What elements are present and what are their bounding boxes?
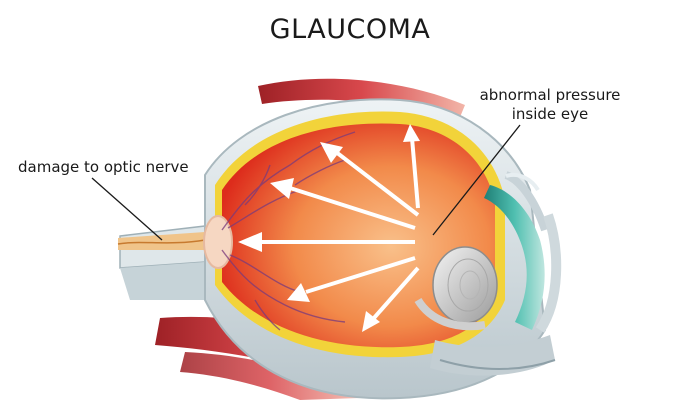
optic-leader-line [91, 177, 163, 241]
label-pressure-line1: abnormal pressure [479, 86, 621, 104]
label-abnormal-pressure: abnormal pressure inside eye [470, 86, 630, 124]
optic-nerve [117, 225, 210, 300]
pressure-leader-line [432, 124, 521, 236]
label-pressure-line2: inside eye [511, 105, 589, 123]
arrow-icon [362, 266, 420, 332]
leader-lines [91, 124, 521, 241]
blood-vessels [221, 131, 356, 331]
arrow-icon [270, 178, 416, 230]
ciliary-body [430, 335, 556, 376]
arrow-icon [320, 142, 420, 217]
arrow-icon [403, 124, 420, 209]
optic-disc [203, 215, 233, 269]
cornea [484, 171, 562, 333]
lens [414, 246, 498, 331]
diagram-title: GLAUCOMA [269, 14, 431, 45]
pressure-arrows [238, 124, 420, 332]
label-optic-nerve-damage: damage to optic nerve [18, 158, 189, 176]
arrow-icon [238, 232, 415, 252]
arrow-icon [287, 256, 416, 302]
